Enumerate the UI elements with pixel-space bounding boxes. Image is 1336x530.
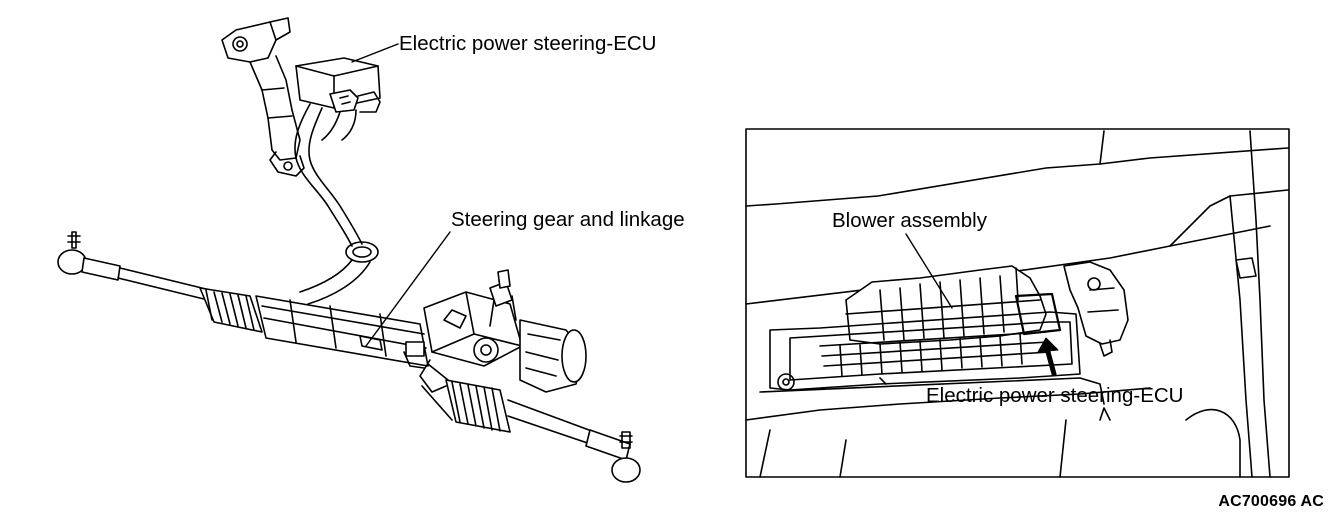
ecu-bracket-drawing <box>222 18 304 176</box>
detail-view-frame <box>746 129 1289 477</box>
blower-assembly-drawing <box>846 234 1128 356</box>
detail-dashboard-drawing <box>746 131 1288 477</box>
figure-code: AC700696 AC <box>1218 493 1324 510</box>
label-ecu-detail: Electric power steering-ECU <box>926 384 1184 407</box>
steering-gear-drawing <box>58 232 640 482</box>
ecu-harness-drawing <box>295 104 378 304</box>
label-steering-gear: Steering gear and linkage <box>451 208 685 231</box>
glovebox-frame-drawing <box>760 312 1104 404</box>
label-ecu-top: Electric power steering-ECU <box>399 32 657 55</box>
ecu-box-drawing <box>296 44 398 112</box>
label-blower-assembly: Blower assembly <box>832 209 987 232</box>
ecu-pointer-arrow <box>1038 338 1058 374</box>
